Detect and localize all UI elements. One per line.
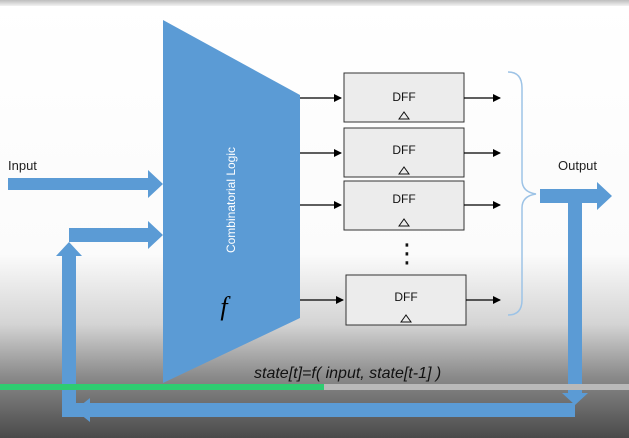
combinatorial-logic-label: Combinatorial Logic <box>224 147 238 253</box>
input-arrow <box>8 170 163 198</box>
combinatorial-logic-block <box>163 20 300 383</box>
clock-triangle <box>398 111 410 120</box>
dff-label: DFF <box>394 290 417 304</box>
dff-label: DFF <box>392 192 415 206</box>
function-symbol: f <box>220 292 231 321</box>
dff-1: DFF <box>300 127 501 178</box>
clock-triangle <box>400 314 412 323</box>
video-progress-fill <box>0 384 324 390</box>
video-progress-bar[interactable] <box>0 384 629 390</box>
output-arrow <box>540 182 612 210</box>
feedback-path-up <box>56 242 82 416</box>
output-brace <box>507 71 537 316</box>
dff-0: DFF <box>300 72 501 123</box>
clock-triangle <box>398 218 410 227</box>
output-label: Output <box>558 158 597 173</box>
input-label: Input <box>8 158 37 173</box>
state-equation: state[t]=f( input, state[t-1] ) <box>254 365 441 382</box>
output-path-down <box>562 203 588 405</box>
dff-label: DFF <box>392 90 415 104</box>
dff-3: DFF <box>300 274 501 326</box>
dff-label: DFF <box>392 143 415 157</box>
clock-triangle <box>398 166 410 175</box>
dff-2: DFF <box>300 180 501 231</box>
feedback-return-arrowhead <box>75 398 90 422</box>
ellipsis-dots: ⋮ <box>394 239 420 269</box>
top-edge <box>0 0 629 6</box>
feedback-arrow-in <box>69 221 163 249</box>
feedback-path-bottom <box>62 403 575 417</box>
